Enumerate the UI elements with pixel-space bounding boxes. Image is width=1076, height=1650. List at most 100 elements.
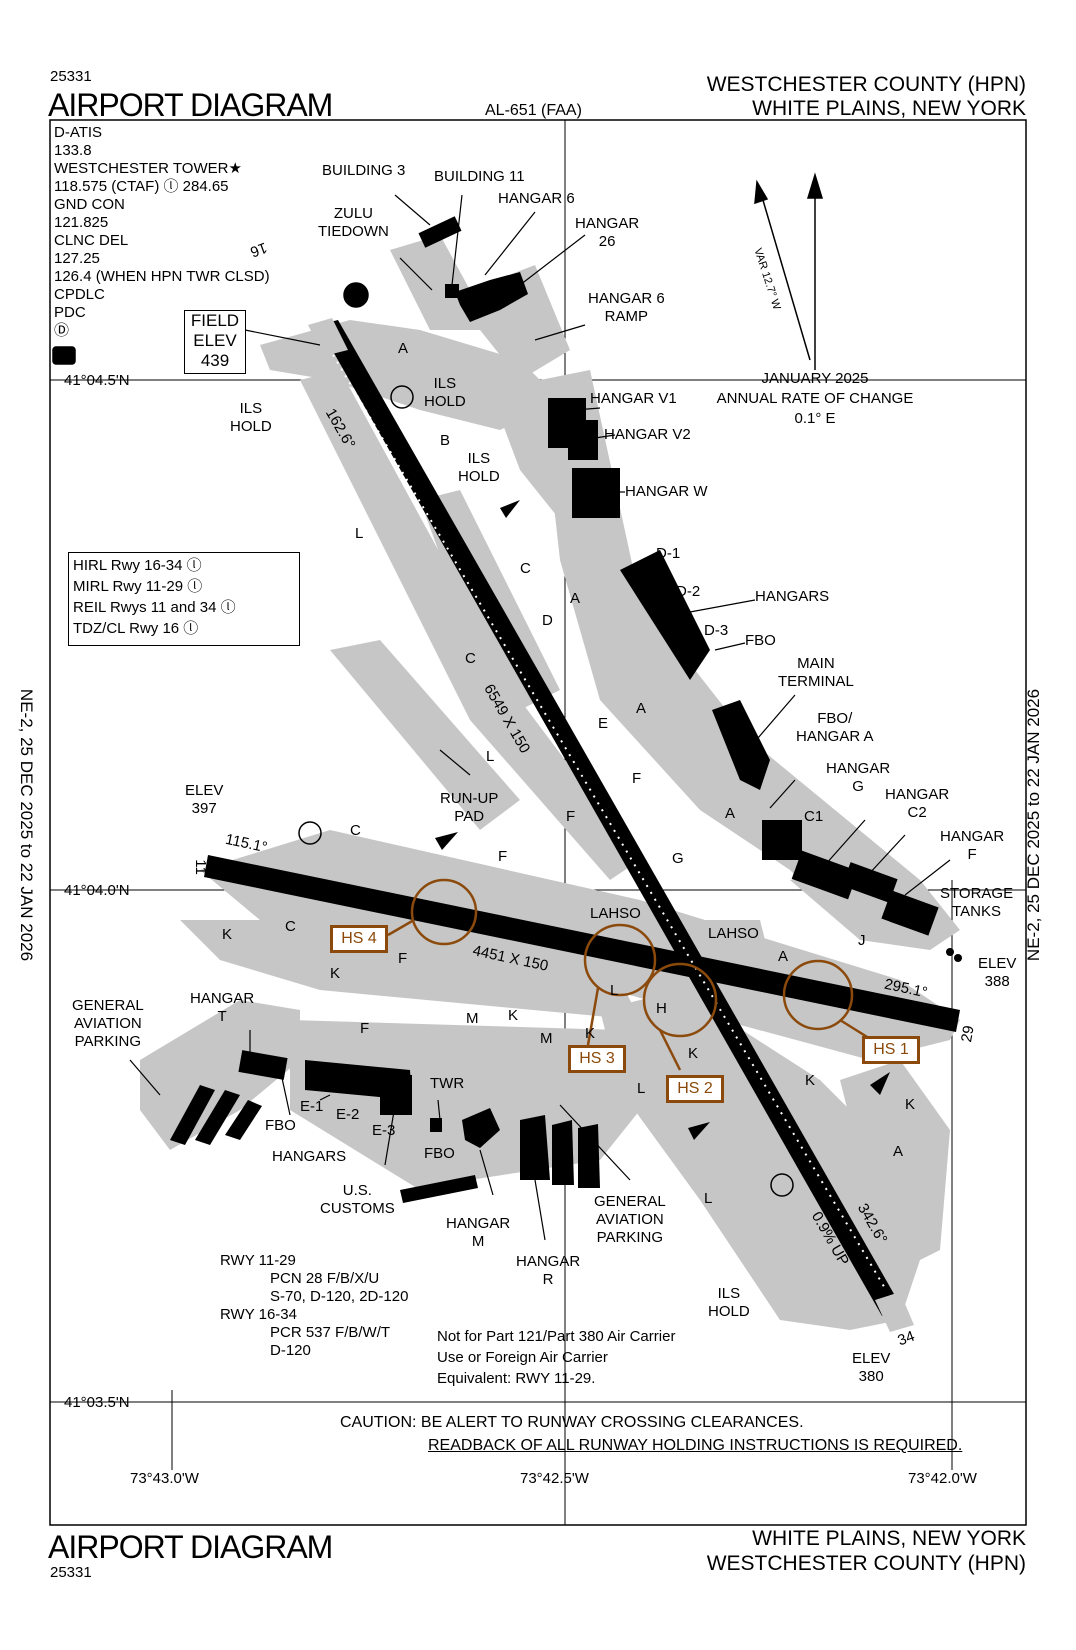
label-hangar26: HANGAR 26 — [575, 215, 639, 251]
pcn-line: PCR 537 F/B/W/T — [270, 1324, 391, 1341]
lighting-line: TDZ/CL Rwy 16 ⓛ — [73, 620, 199, 637]
taxiway-l: L — [637, 1080, 646, 1097]
runway-29-end: 29 — [958, 1024, 978, 1044]
label-hangar-w: HANGAR W — [625, 483, 708, 500]
taxiway-m: M — [466, 1010, 479, 1027]
label-hangar-f: HANGAR F — [940, 828, 1004, 864]
caution-line2: READBACK OF ALL RUNWAY HOLDING INSTRUCTI… — [428, 1437, 963, 1454]
label-hangar-v2: HANGAR V2 — [604, 426, 691, 443]
ils-hold-south: ILS HOLD — [708, 1285, 750, 1321]
lat-label: 41°04.5'N — [64, 372, 130, 389]
runway-11-end: 11 — [191, 859, 209, 875]
label-lahso2: LAHSO — [708, 925, 759, 942]
taxiway-f: F — [632, 770, 642, 787]
label-hangars-e: HANGARS — [272, 1148, 347, 1165]
taxiway-k: K — [330, 965, 341, 982]
label-hangar-g: HANGAR G — [826, 760, 890, 796]
taxiway-c: C — [520, 560, 531, 577]
label-hangar6: HANGAR 6 — [498, 190, 575, 207]
label-hangars-d: HANGARS — [755, 588, 830, 605]
label-hangar6-ramp: HANGAR 6 RAMP — [588, 290, 665, 326]
hotspot-hs1[interactable]: HS 1 — [862, 1036, 920, 1064]
comm-line: CPDLC — [54, 286, 105, 303]
taxiway-a: A — [570, 590, 581, 607]
lat-label: 41°03.5'N — [64, 1394, 130, 1411]
carrier-note: Not for Part 121/Part 380 Air Carrier Us… — [437, 1326, 675, 1389]
elev-29: ELEV 388 — [978, 955, 1016, 991]
field-elev-value: 439 — [200, 351, 230, 370]
label-fbo-s: FBO — [424, 1145, 455, 1162]
magvar-line3: 0.1° E — [794, 410, 836, 427]
label-lahso1: LAHSO — [590, 905, 641, 922]
taxiway-a: A — [398, 340, 409, 357]
label-building3: BUILDING 3 — [322, 162, 406, 179]
taxiway-k: K — [508, 1007, 519, 1024]
taxiway-m: M — [540, 1030, 553, 1047]
comm-line: CLNC DEL — [54, 232, 129, 249]
taxiway-h: H — [656, 1000, 667, 1017]
comm-d-badge: Ⓓ — [54, 322, 70, 339]
lat-label: 41°04.0'N — [64, 882, 130, 899]
label-e1: E-1 — [300, 1098, 324, 1115]
taxiway-k: K — [688, 1045, 699, 1062]
hotspot-hs3[interactable]: HS 3 — [568, 1045, 626, 1073]
field-elev-label1: FIELD — [190, 311, 240, 330]
comms-block: D-ATIS 133.8 WESTCHESTER TOWER★ 118.575 … — [54, 124, 270, 340]
comm-line: D-ATIS — [54, 124, 103, 141]
field-elev-label2: ELEV — [193, 331, 237, 350]
label-runup-pad: RUN-UP PAD — [440, 790, 498, 826]
label-storage-tanks-text: STORAGE TANKS — [940, 885, 1014, 920]
hotspot-hs4[interactable]: HS 4 — [330, 925, 388, 953]
footer-title: AIRPORT DIAGRAM — [48, 1529, 333, 1565]
taxiway-c: C — [350, 822, 361, 839]
label-customs-text: U.S. CUSTOMS — [320, 1182, 395, 1217]
label-hangar-t-text: HANGAR T — [190, 990, 255, 1025]
label-hangar-c2-text: HANGAR C2 — [885, 786, 950, 821]
taxiway-l: L — [486, 748, 495, 765]
pcn-line: PCN 28 F/B/X/U — [270, 1270, 380, 1287]
label-hangar-g-text: HANGAR G — [826, 760, 891, 795]
note-line: Not for Part 121/Part 380 Air Carrier — [437, 1328, 676, 1345]
hotspot-hs2[interactable]: HS 2 — [666, 1075, 724, 1103]
taxiway-g: G — [672, 850, 684, 867]
comm-line: 121.825 — [54, 214, 109, 231]
label-runup-pad-text: RUN-UP PAD — [440, 790, 499, 825]
pcn-line: RWY 11-29 — [220, 1252, 296, 1269]
ils-hold-text: ILS HOLD — [230, 400, 272, 435]
elev-11: ELEV 397 — [185, 782, 223, 818]
label-hangar-v1: HANGAR V1 — [590, 390, 677, 407]
ils-hold-mid: ILS HOLD — [458, 450, 500, 486]
lon-label: 73°43.0'W — [130, 1470, 199, 1487]
beacon-symbols — [435, 500, 890, 1140]
map-frame — [49, 119, 1027, 1526]
ils-hold-west: ILS HOLD — [230, 400, 272, 436]
label-main-terminal: MAIN TERMINAL — [778, 655, 854, 691]
pcn-line: D-120 — [270, 1342, 311, 1359]
runway-11-29 — [204, 855, 960, 1032]
footer-chart-number: 25331 — [50, 1564, 92, 1581]
label-fbo-hangar-a-text: FBO/ HANGAR A — [796, 710, 874, 745]
ils-hold-north: ILS HOLD — [424, 375, 466, 411]
taxiway-a: A — [893, 1143, 904, 1160]
comm-line: 133.8 — [54, 142, 92, 159]
pcn-line: RWY 16-34 — [220, 1306, 297, 1323]
taxiway-a: A — [725, 805, 736, 822]
lighting-line: REIL Rwys 11 and 34 ⓛ — [73, 599, 236, 616]
label-hangar26-text: HANGAR 26 — [575, 215, 640, 250]
taxiway-k: K — [585, 1025, 596, 1042]
label-hangar-r-text: HANGAR R — [516, 1253, 581, 1288]
comm-line: PDC — [54, 304, 86, 321]
label-zulu-text: ZULU TIEDOWN — [318, 205, 389, 240]
taxiway-e: E — [598, 715, 609, 732]
label-main-terminal-text: MAIN TERMINAL — [778, 655, 854, 690]
taxiway-f: F — [398, 950, 408, 967]
comm-line: 127.25 — [54, 250, 100, 267]
elev-11-text: ELEV 397 — [185, 782, 224, 817]
comm-line: WESTCHESTER TOWER★ — [54, 160, 242, 177]
label-ga-parking-south: GENERAL AVIATION PARKING — [594, 1193, 666, 1247]
label-e2: E-2 — [336, 1106, 360, 1123]
taxiway-j: J — [858, 932, 866, 949]
taxiway-k: K — [905, 1096, 916, 1113]
label-d3: D-3 — [704, 622, 729, 639]
edge-date-right: NE-2, 25 DEC 2025 to 22 JAN 2026 — [1024, 688, 1044, 962]
